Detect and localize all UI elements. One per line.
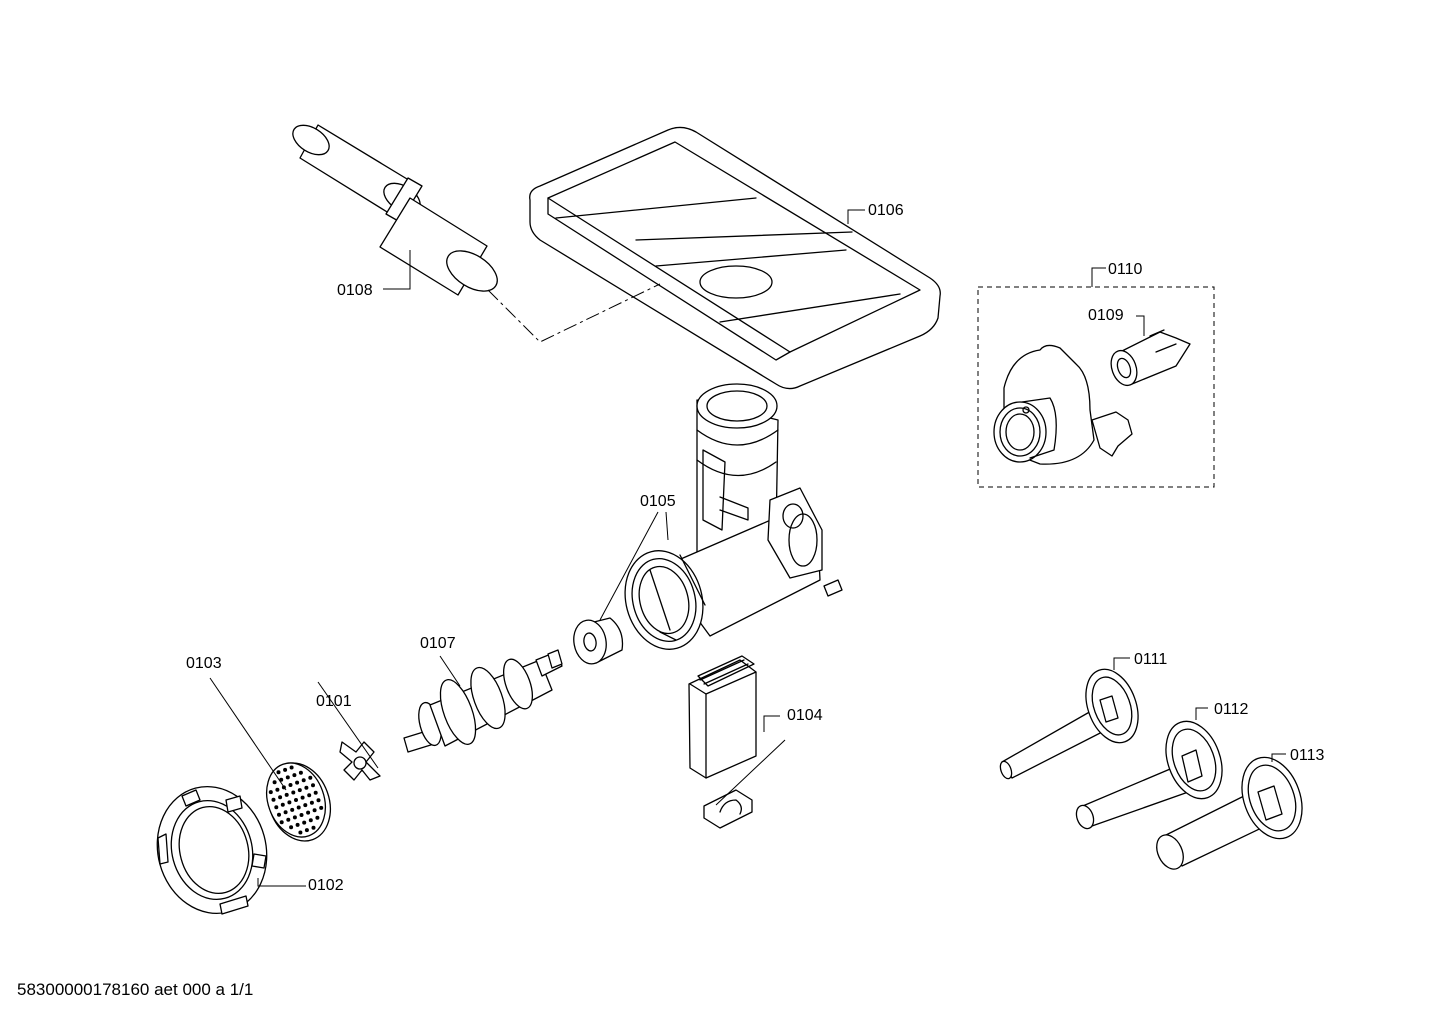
part-0105-bushing[interactable] bbox=[570, 617, 624, 667]
label-0106: 0106 bbox=[868, 202, 904, 219]
label-0112: 0112 bbox=[1214, 701, 1249, 718]
disc-hole bbox=[297, 788, 302, 793]
label-0108: 0108 bbox=[337, 282, 373, 299]
disc-hole bbox=[311, 825, 316, 830]
document-id: 58300000178160 aet 000 a 1/1 bbox=[17, 980, 254, 999]
part-0101-knife[interactable] bbox=[339, 741, 381, 781]
disc-hole bbox=[308, 818, 313, 823]
disc-hole bbox=[301, 778, 306, 783]
disc-hole bbox=[289, 825, 294, 830]
disc-hole bbox=[283, 767, 288, 772]
leader-lines bbox=[209, 209, 1286, 887]
part-0111-nozzle[interactable] bbox=[998, 662, 1147, 780]
disc-hole bbox=[292, 773, 297, 778]
disc-hole bbox=[275, 787, 280, 792]
part-0109-coupling[interactable] bbox=[1107, 329, 1191, 389]
label-0107: 0107 bbox=[420, 635, 456, 652]
disc-hole bbox=[299, 813, 304, 817]
part-0108-pusher[interactable] bbox=[288, 119, 505, 299]
disc-hole bbox=[271, 797, 276, 802]
part-0103-perforated-disc[interactable] bbox=[257, 754, 341, 850]
disc-hole bbox=[309, 800, 314, 805]
disc-hole bbox=[298, 830, 303, 835]
disc-hole bbox=[290, 807, 295, 812]
part-0105-housing[interactable] bbox=[614, 383, 843, 658]
disc-hole bbox=[304, 828, 309, 833]
part-labels: 0101 0102 0103 0104 0105 0106 0107 0108 … bbox=[186, 202, 1325, 894]
disc-hole bbox=[298, 770, 303, 775]
label-0105: 0105 bbox=[640, 493, 676, 510]
disc-hole bbox=[296, 805, 301, 810]
disc-hole bbox=[311, 783, 315, 788]
disc-hole bbox=[291, 790, 296, 795]
disc-hole bbox=[283, 810, 288, 815]
disc-hole bbox=[279, 820, 284, 825]
part-0107-worm[interactable] bbox=[403, 649, 563, 753]
disc-hole bbox=[302, 820, 307, 825]
disc-hole bbox=[280, 802, 285, 807]
label-0104: 0104 bbox=[787, 707, 823, 724]
disc-hole bbox=[287, 800, 292, 805]
part-0104-accessory[interactable] bbox=[688, 655, 757, 829]
disc-hole bbox=[276, 770, 281, 775]
disc-hole bbox=[315, 815, 320, 820]
disc-hole bbox=[313, 790, 318, 795]
disc-hole bbox=[306, 810, 311, 815]
disc-hole bbox=[312, 808, 317, 813]
label-0113: 0113 bbox=[1290, 747, 1325, 764]
label-0102: 0102 bbox=[308, 877, 344, 894]
disc-hole bbox=[277, 812, 281, 817]
disc-hole bbox=[289, 765, 294, 770]
disc-hole bbox=[272, 780, 277, 785]
disc-hole bbox=[319, 805, 324, 810]
disc-hole bbox=[303, 803, 308, 808]
label-0103: 0103 bbox=[186, 655, 222, 672]
disc-hole bbox=[294, 798, 298, 802]
label-0101: 0101 bbox=[316, 693, 352, 710]
disc-hole bbox=[288, 783, 293, 787]
part-0112-nozzle[interactable] bbox=[1073, 714, 1232, 831]
label-0109: 0109 bbox=[1088, 307, 1124, 324]
label-0110: 0110 bbox=[1108, 261, 1143, 278]
disc-hole bbox=[316, 798, 321, 803]
disc-hole bbox=[268, 790, 273, 795]
disc-hole bbox=[295, 822, 300, 827]
part-0113-nozzle[interactable] bbox=[1152, 749, 1313, 873]
disc-hole bbox=[308, 775, 313, 780]
disc-hole bbox=[304, 785, 309, 790]
label-0111: 0111 bbox=[1134, 651, 1167, 668]
disc-hole bbox=[285, 775, 290, 780]
disc-hole bbox=[286, 817, 291, 822]
part-0106-tray[interactable] bbox=[487, 126, 941, 390]
disc-hole bbox=[278, 795, 283, 800]
disc-hole bbox=[307, 793, 312, 798]
part-0102-ring-nut[interactable] bbox=[143, 774, 280, 926]
disc-hole bbox=[295, 780, 300, 785]
disc-hole bbox=[284, 792, 289, 797]
part-0110-assembly[interactable] bbox=[977, 286, 1215, 488]
disc-hole bbox=[292, 815, 297, 820]
disc-hole bbox=[300, 795, 305, 800]
disc-hole bbox=[274, 805, 279, 810]
